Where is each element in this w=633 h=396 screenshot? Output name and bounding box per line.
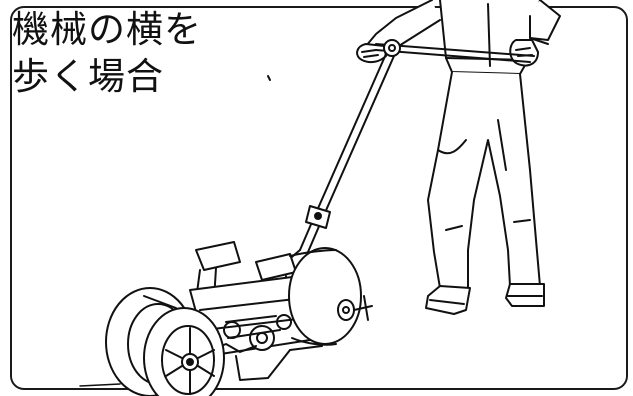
- seeder-machine: [105, 241, 373, 396]
- caption-line-2: 歩く場合: [12, 55, 164, 98]
- ground-line: [79, 383, 121, 387]
- caption-line-1: 機械の横を: [12, 8, 202, 51]
- operator-figure: [356, 0, 561, 315]
- scene-caption: 機械の横を 歩く場合: [12, 6, 202, 100]
- machine-handle: [267, 39, 535, 263]
